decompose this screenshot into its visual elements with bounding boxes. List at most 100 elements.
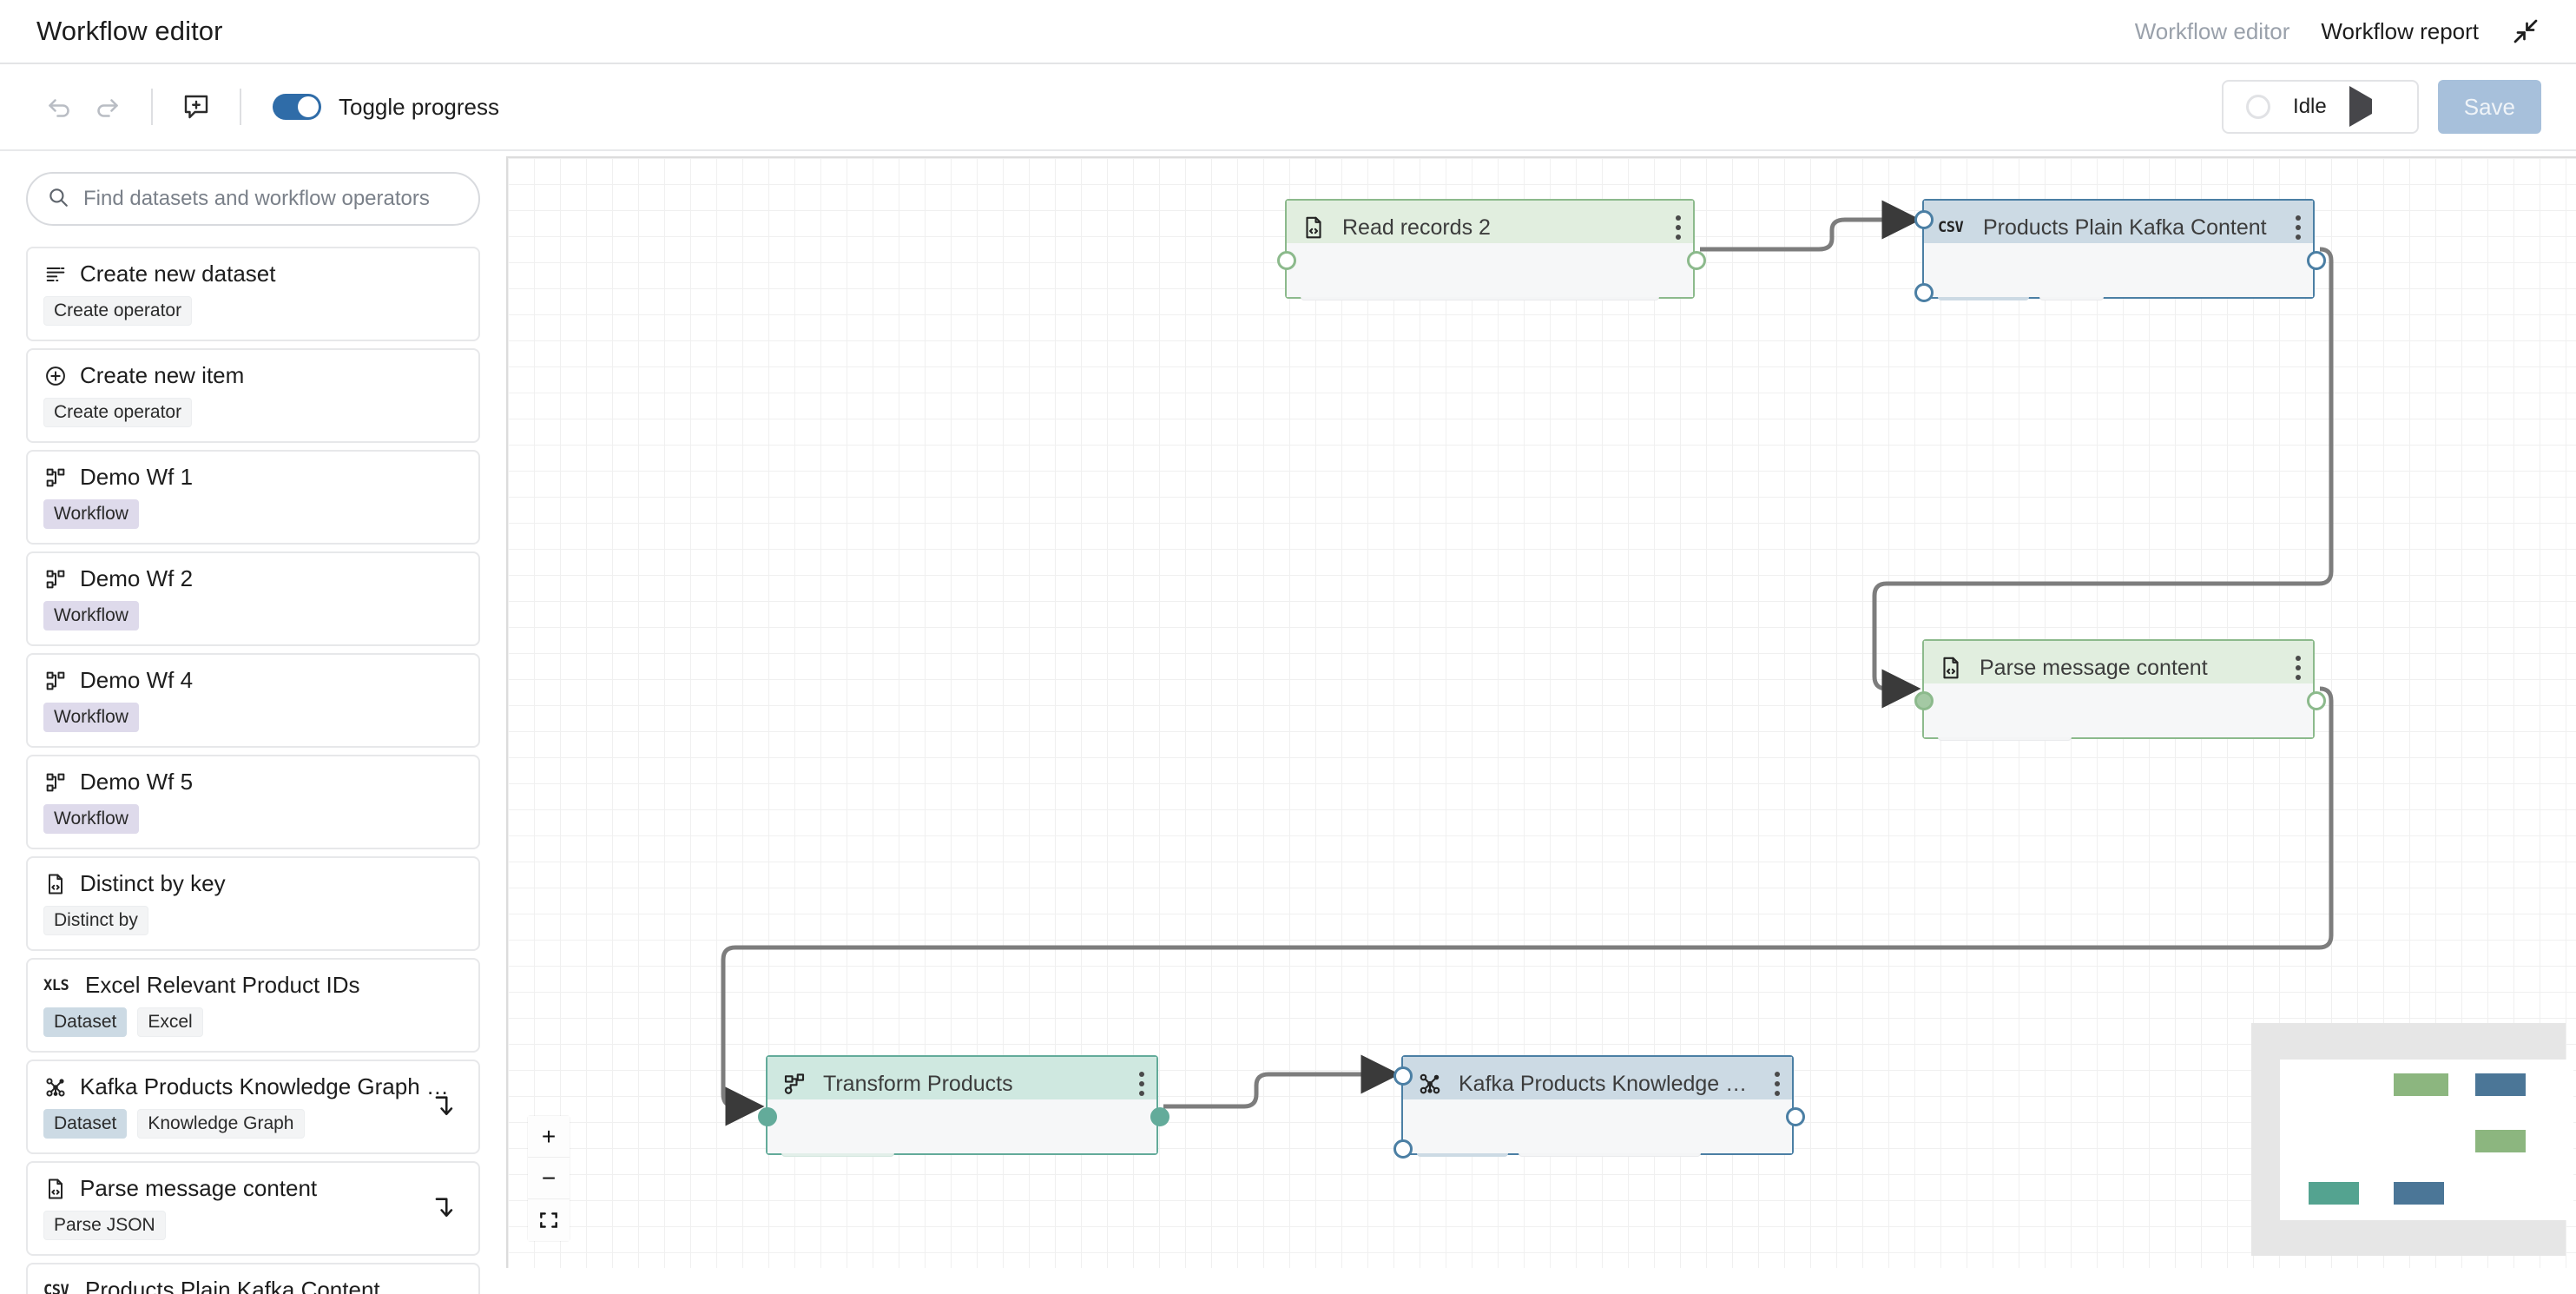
node-footer [768, 1099, 1156, 1153]
node-menu-icon[interactable] [1775, 1072, 1780, 1096]
collapse-diagonal-icon[interactable] [2510, 16, 2541, 47]
toolbar: Toggle progress Idle Save [0, 64, 2576, 151]
sidebar-item-tag: Distinct by [43, 906, 148, 935]
fit-view-icon[interactable] [528, 1199, 570, 1241]
workflow-node[interactable]: Kafka Products Knowledge …DatasetKnowled… [1393, 1055, 1805, 1159]
tab-workflow-editor[interactable]: Workflow editor [2134, 17, 2290, 44]
node-input-port[interactable] [1914, 283, 1934, 302]
sidebar-item-tags: Create operator [43, 296, 463, 326]
sidebar-item-tags: Distinct by [43, 906, 463, 935]
edge-layer [721, 200, 2334, 1126]
node-menu-icon[interactable] [1676, 215, 1681, 240]
csv-icon: CSV [1938, 219, 1964, 236]
sidebar-item-header: Create new dataset [43, 261, 463, 287]
status-indicator-dot [2246, 95, 2271, 119]
node-input-port[interactable] [1914, 691, 1934, 710]
toolbar-divider-1 [151, 89, 153, 125]
play-icon[interactable] [2349, 86, 2372, 127]
sidebar-item-tags: Create operator [43, 398, 463, 427]
node-output-port[interactable] [1687, 251, 1706, 270]
minimap-viewport[interactable] [2280, 1060, 2573, 1220]
search-box[interactable] [26, 172, 480, 226]
status-badge: Idle [2293, 95, 2327, 118]
sidebar-item-tags: Workflow [43, 804, 463, 834]
sidebar-item-tags: Parse JSON [43, 1211, 463, 1240]
node-menu-icon[interactable] [2296, 215, 2301, 240]
node-input-port[interactable] [1277, 251, 1296, 270]
minimap-node [2394, 1182, 2444, 1205]
zoom-controls: + − [528, 1116, 570, 1241]
toolbar-left-group: Toggle progress [35, 83, 499, 131]
sidebar-item-tag: Workflow [43, 804, 139, 834]
save-button[interactable]: Save [2437, 80, 2541, 134]
node-input-port[interactable] [1393, 1066, 1413, 1086]
sidebar-item-header: Demo Wf 2 [43, 565, 463, 592]
zoom-in-button[interactable]: + [528, 1116, 570, 1158]
sidebar-item-header: Distinct by key [43, 870, 463, 897]
tab-workflow-report[interactable]: Workflow report [2321, 17, 2479, 44]
download-arrow-icon[interactable] [428, 1093, 458, 1122]
plus-circle-icon [46, 366, 65, 386]
edge-products-csv-to-parse-message [1872, 247, 2334, 709]
node-input-port[interactable] [758, 1107, 777, 1126]
node-footer [1403, 1099, 1792, 1153]
node-input-port[interactable] [1914, 210, 1934, 229]
download-arrow-icon[interactable] [428, 1194, 458, 1224]
workflow-node[interactable]: Transform ProductsTransform [758, 1055, 1169, 1157]
toggle-progress-switch[interactable] [273, 94, 321, 120]
sidebar-item-label: Parse message content [80, 1175, 318, 1201]
sidebar-item-tag: Parse JSON [43, 1211, 166, 1240]
toggle-progress-label: Toggle progress [339, 93, 499, 120]
sidebar-item-tag: Workflow [43, 703, 139, 732]
node-footer [1287, 243, 1693, 297]
search-icon [47, 186, 69, 213]
sidebar-item-tag: Workflow [43, 601, 139, 630]
sidebar-item-tags: Workflow [43, 499, 463, 529]
node-menu-icon[interactable] [2296, 656, 2301, 680]
sidebar-item-header: Demo Wf 1 [43, 464, 463, 491]
node-title: Transform Products [823, 1071, 1013, 1096]
sidebar-item-label: Demo Wf 5 [80, 769, 194, 795]
top-bar-right: Workflow editor Workflow report [2135, 16, 2541, 47]
sidebar-list-item[interactable]: Demo Wf 1 Workflow [26, 450, 480, 545]
workflow-icon [46, 671, 65, 690]
node-output-port[interactable] [2307, 691, 2326, 710]
node-output-port[interactable] [1786, 1107, 1805, 1126]
minimap[interactable] [2251, 1023, 2573, 1256]
node-output-port[interactable] [2307, 251, 2326, 270]
workflow-node[interactable]: Read records 2Kafka Consumer (Receive Me… [1277, 199, 1706, 300]
node-title: Kafka Products Knowledge … [1459, 1071, 1748, 1096]
redo-icon[interactable] [83, 83, 132, 131]
sidebar-list-item[interactable]: Demo Wf 5 Workflow [26, 755, 480, 849]
zoom-out-button[interactable]: − [528, 1158, 570, 1199]
toggle-progress-control[interactable]: Toggle progress [273, 94, 499, 121]
node-input-port[interactable] [1393, 1139, 1413, 1159]
sidebar-item-tag: Dataset [43, 1007, 128, 1037]
sidebar-item-header: Demo Wf 5 [43, 769, 463, 796]
sidebar-list-item[interactable]: Demo Wf 2 Workflow [26, 551, 480, 646]
workflow-canvas[interactable]: Read records 2Kafka Consumer (Receive Me… [506, 156, 2576, 1268]
add-comment-icon[interactable] [172, 83, 221, 131]
undo-icon[interactable] [35, 83, 83, 131]
sidebar-item-label: Demo Wf 2 [80, 565, 194, 591]
search-input[interactable] [83, 187, 459, 211]
node-output-port[interactable] [1150, 1107, 1169, 1126]
sidebar-item-label: Excel Relevant Product IDs [85, 972, 360, 998]
node-menu-icon[interactable] [1139, 1072, 1144, 1096]
